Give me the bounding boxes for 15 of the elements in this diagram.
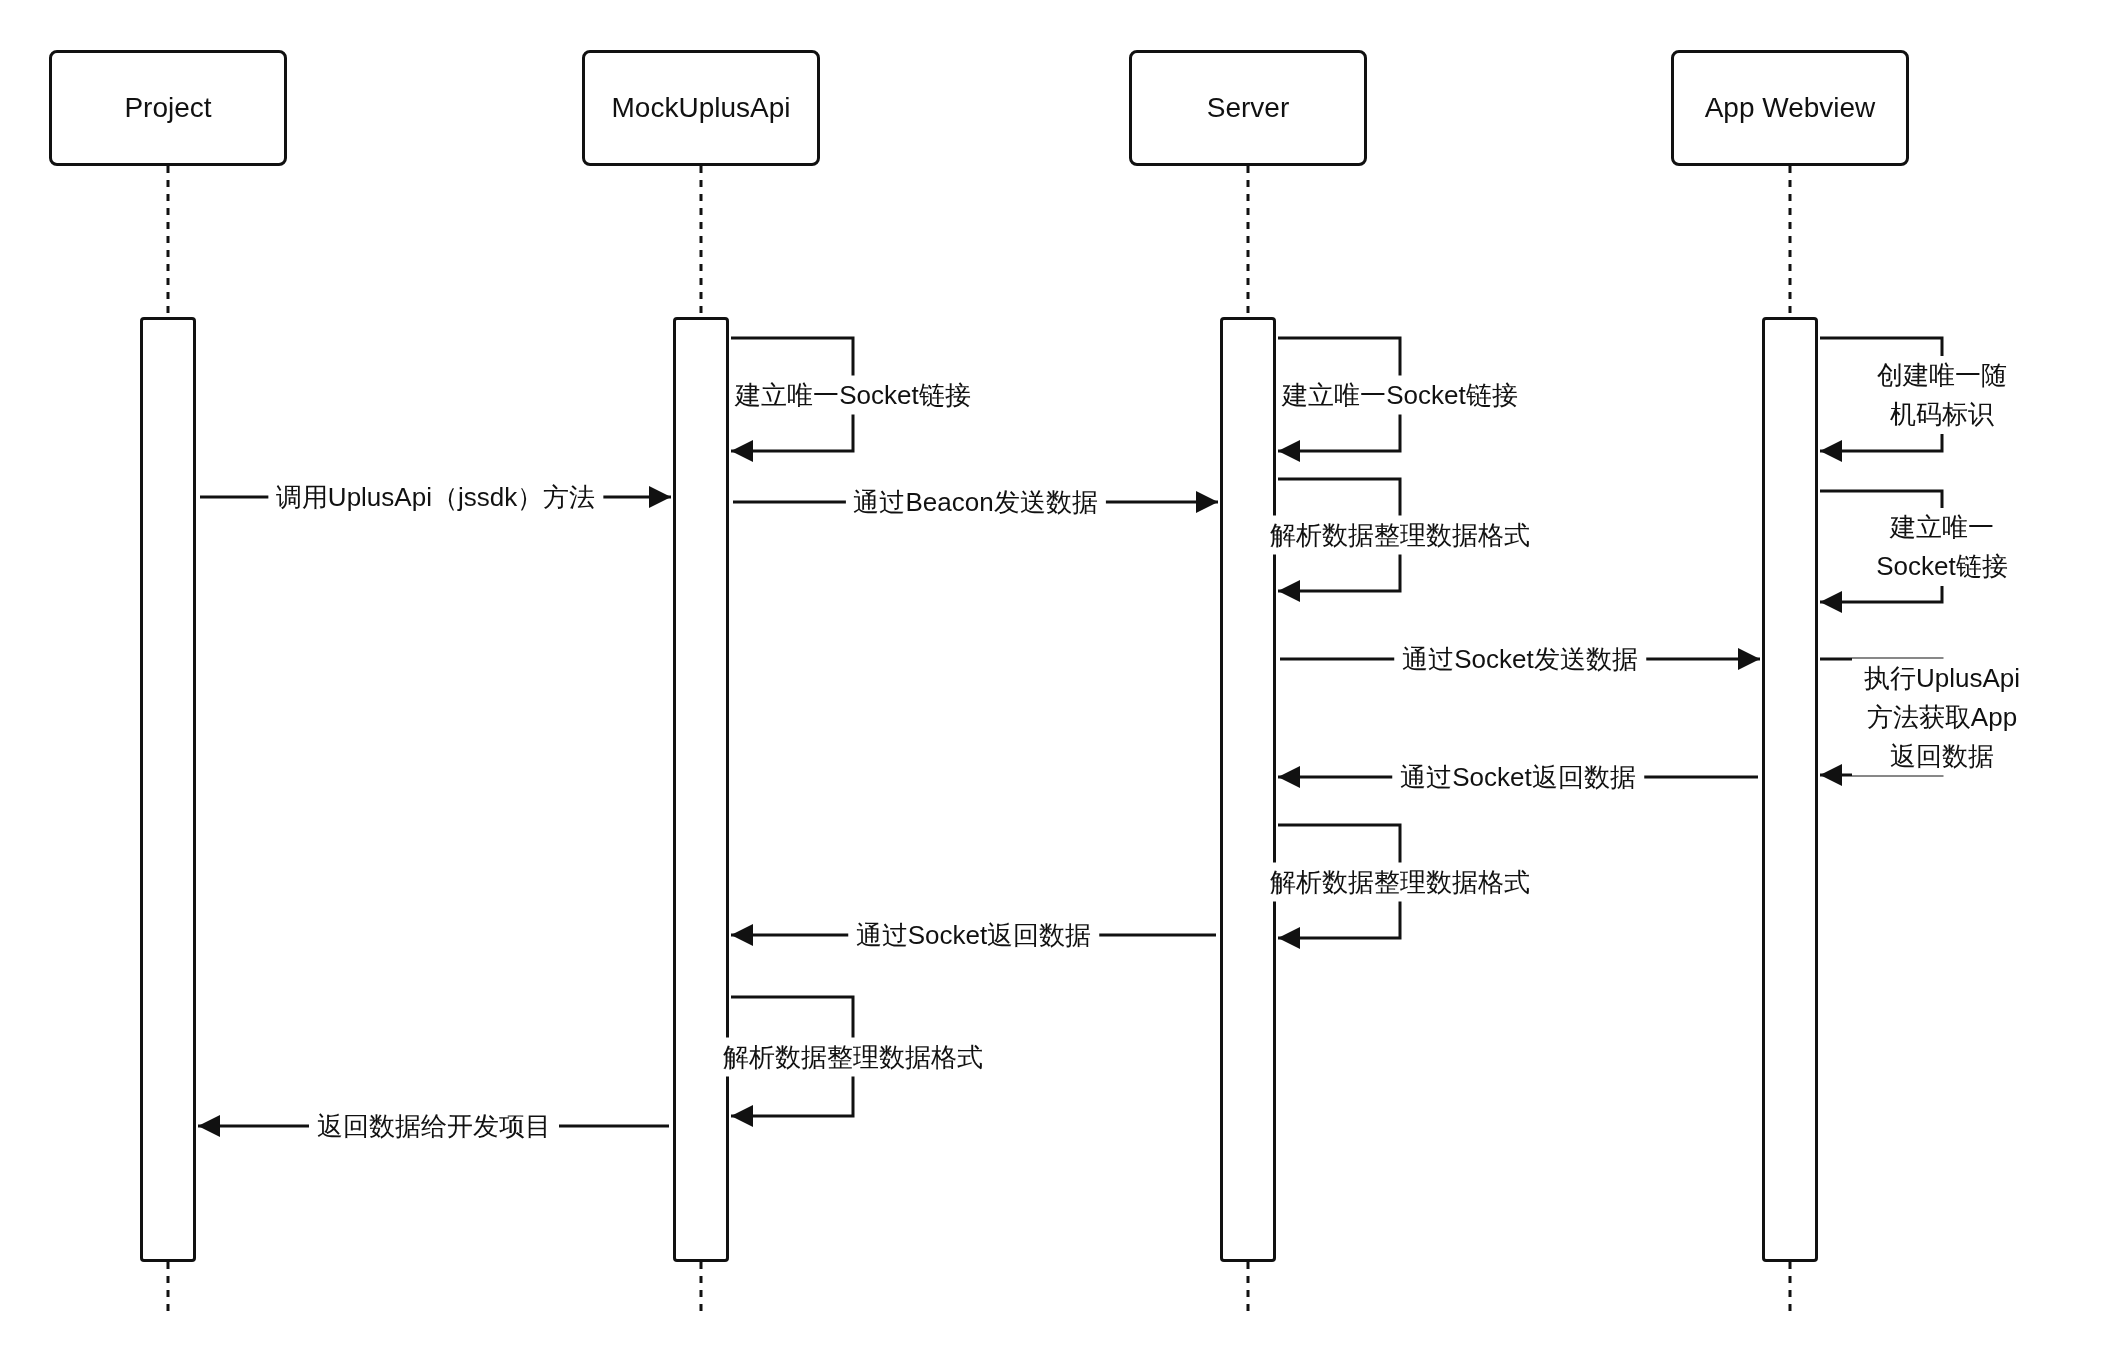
lifeline <box>1246 1262 1250 1312</box>
lifeline <box>166 1262 170 1312</box>
participant-box: Project <box>49 50 287 166</box>
participant-box: App Webview <box>1671 50 1909 166</box>
self-message-arrow <box>731 995 855 1127</box>
lifeline <box>1788 1262 1792 1312</box>
self-message-arrow <box>731 336 855 462</box>
self-message-arrow <box>1278 336 1402 462</box>
self-message-arrow <box>1278 823 1402 949</box>
lifeline <box>699 1262 703 1312</box>
participant-box: MockUplusApi <box>582 50 820 166</box>
participant-box: Server <box>1129 50 1367 166</box>
activation-bar <box>1762 317 1818 1262</box>
self-message-arrow <box>1278 477 1402 602</box>
activation-bar <box>140 317 196 1262</box>
